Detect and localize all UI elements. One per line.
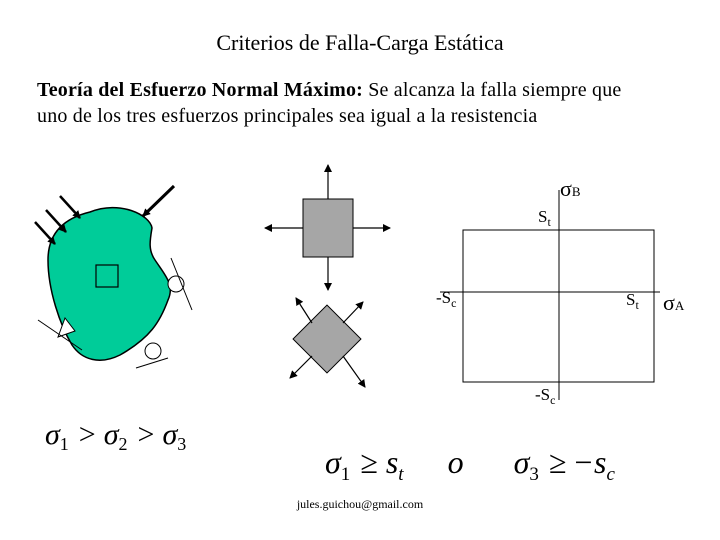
theory-description: Se alcanza la falla siempre que uno de l…	[37, 79, 622, 127]
failure-envelope-box	[462, 229, 655, 383]
load-arrow	[45, 209, 67, 233]
roller-support	[144, 342, 162, 360]
footer-email: jules.guichou@gmail.com	[296, 497, 424, 511]
theory-name: Teoría del Esfuerzo Normal Máximo:	[37, 79, 363, 101]
sigma-b-axis-label: σB	[560, 176, 581, 201]
support-ground-line	[170, 257, 193, 311]
stress-arrow	[289, 355, 313, 379]
support-ground-line	[135, 357, 169, 369]
stress-arrow	[342, 301, 364, 324]
pin-support	[57, 316, 76, 338]
sc-left-label: -Sc	[436, 288, 456, 310]
sigma-a-axis-label: σA	[663, 290, 685, 315]
principal-stress-order-equation: σ1>σ2>σ3	[45, 418, 186, 454]
load-arrow	[141, 184, 176, 218]
load-arrow	[59, 195, 81, 219]
stress-element-uniaxial	[264, 164, 391, 291]
load-arrow	[34, 221, 56, 245]
element-square	[302, 198, 354, 258]
failure-envelope-diagram: σB St St σA -Sc -Sc	[436, 176, 685, 407]
theory-paragraph: Teoría del Esfuerzo Normal Máximo: Se al…	[37, 77, 637, 129]
loaded-body-illustration	[34, 184, 193, 369]
support-ground-line	[37, 319, 83, 351]
stress-arrow	[342, 355, 366, 388]
st-top-label: St	[538, 207, 551, 229]
st-right-label: St	[626, 290, 639, 312]
stress-arrow	[295, 297, 313, 324]
slide-title: Criterios de Falla-Carga Estática	[216, 30, 504, 55]
stress-element-square	[95, 264, 119, 288]
sc-bottom-label: -Sc	[535, 385, 555, 407]
stress-element-rotated	[289, 297, 366, 388]
loaded-body-shape	[47, 206, 172, 361]
